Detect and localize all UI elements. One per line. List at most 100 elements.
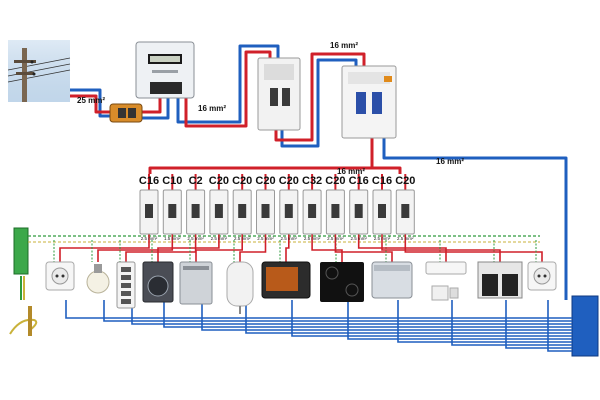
cooktop-icon (320, 262, 364, 302)
circuit-breaker: C16 2.5 mm² (349, 174, 369, 241)
breaker-rating-label: C16 (372, 175, 392, 187)
branch-section-label: 1.5 mm² (164, 236, 181, 241)
circuit-neutral-wire (347, 300, 572, 340)
breaker-toggle (238, 204, 247, 218)
rcd-feed-cable-label: 16 mm² (330, 41, 358, 50)
branch-section-label: 2.5 mm² (350, 236, 367, 241)
breaker-rating-label: C20 (395, 175, 415, 187)
breaker-toggle (308, 204, 317, 218)
circuit-breaker: C32 2.5 mm² (302, 174, 322, 241)
breaker-toggle (145, 204, 153, 218)
breaker-toggle (191, 204, 200, 218)
supply-cable-label: 25 mm² (77, 96, 105, 105)
circuit-breaker: C16 2.5 mm² (139, 174, 159, 241)
earth-distribution (28, 235, 540, 243)
bus-cable-label: 16 mm² (337, 167, 365, 176)
dishwasher-icon (179, 261, 213, 305)
water-heater-icon (226, 261, 254, 314)
circuit-neutral-wire (103, 300, 572, 322)
socket-icon (45, 261, 75, 291)
breaker-toggle (214, 204, 223, 218)
circuit-neutral-wire (505, 300, 572, 349)
breaker-toggle (378, 204, 386, 218)
breaker-toggle (401, 204, 410, 218)
shutter-icon (477, 261, 523, 299)
circuit-breaker: C2 2.5 mm² (186, 174, 206, 241)
breaker-toggle (168, 204, 177, 218)
breaker-rating-label: C10 (162, 175, 182, 187)
earth-terminal-block (13, 227, 29, 300)
breaker-rating-label: C2 (189, 175, 203, 187)
branch-section-label: 2.5 mm² (211, 236, 228, 241)
load-row (45, 261, 557, 314)
branch-section-label: 2.5 mm² (281, 236, 298, 241)
branch-section-label: 2.5 mm² (397, 236, 414, 241)
circuit-neutral-wire (163, 300, 572, 328)
circuit-breaker: C20 2.5 mm² (232, 174, 252, 241)
branch-section-label: 2.5 mm² (141, 236, 158, 241)
breaker-rating-label: C16 (349, 175, 369, 187)
breaker-toggle (331, 204, 340, 218)
cable-labels: 25 mm² 16 mm² 16 mm² 16 mm² 16 mm² (77, 41, 464, 176)
circuit-neutral-wire (245, 300, 572, 334)
isolator-switch (109, 103, 143, 123)
circuit-neutral-wire (547, 300, 572, 352)
meter-cable-label: 16 mm² (198, 104, 226, 113)
circuit-neutral-wire (397, 300, 572, 343)
branch-section-label: 2.5 mm² (304, 236, 321, 241)
breaker-rating-label: C32 (302, 175, 322, 187)
branch-section-label: 2.5 mm² (257, 236, 274, 241)
circuit-breaker: C20 2.5 mm² (325, 174, 345, 241)
oven-icon (261, 261, 311, 299)
neutral-busbar (571, 295, 599, 357)
utility-pole-image (7, 40, 71, 102)
circuit-wires (53, 234, 572, 352)
circuit-live-wire (404, 234, 543, 262)
breaker-rating-label: C16 (139, 175, 159, 187)
circuit-breaker: C16 2.5 mm² (372, 174, 392, 241)
circuit-breaker: C20 2.5 mm² (255, 174, 276, 241)
circuit-neutral-wire (65, 300, 572, 319)
socket-icon (527, 261, 557, 291)
washing-machine-icon (142, 261, 174, 303)
breaker-rating-label: C20 (279, 175, 299, 187)
circuit-live-wire (311, 234, 343, 262)
circuit-live-wire (239, 234, 267, 262)
circuit-live-wire (157, 234, 220, 262)
neutral-cable-label: 16 mm² (436, 157, 464, 166)
branch-section-label: 2.5 mm² (234, 236, 251, 241)
circuit-breaker: C10 1.5 mm² (162, 174, 182, 241)
circuit-neutral-wire (201, 300, 572, 331)
circuit-neutral-wire (451, 300, 572, 346)
freezer-icon (371, 261, 413, 299)
switch-panel-icon (116, 261, 136, 309)
branch-section-label: 2.5 mm² (187, 236, 204, 241)
branch-section-label: 2.5 mm² (327, 236, 344, 241)
circuit-live-wire (285, 234, 290, 262)
main-breaker (257, 57, 301, 131)
circuit-breaker: C20 2.5 mm² (279, 174, 299, 241)
main-wiring (70, 44, 568, 300)
energy-meter (135, 41, 195, 99)
breaker-toggle (284, 204, 293, 218)
breaker-toggle (354, 204, 363, 218)
circuit-neutral-wire (291, 300, 572, 337)
branch-section-label: 2.5 mm² (374, 236, 391, 241)
air-conditioner-icon (425, 261, 467, 301)
breaker-rating-label: C20 (232, 175, 252, 187)
circuit-live-wire (195, 234, 243, 262)
circuit-breaker: C20 2.5 mm² (209, 174, 229, 241)
breaker-rating-label: C20 (209, 175, 229, 187)
circuit-live-wire (381, 234, 501, 262)
rcd-breaker (341, 65, 397, 139)
breaker-toggle (261, 204, 270, 218)
circuit-live-wire (334, 234, 393, 262)
breaker-rating-label: C20 (325, 175, 345, 187)
breaker-rating-label: C20 (255, 175, 275, 187)
circuit-live-wire (59, 234, 150, 262)
light-bulb-icon (86, 264, 110, 294)
circuit-live-wire (357, 234, 447, 262)
circuit-live-wire (125, 234, 197, 262)
